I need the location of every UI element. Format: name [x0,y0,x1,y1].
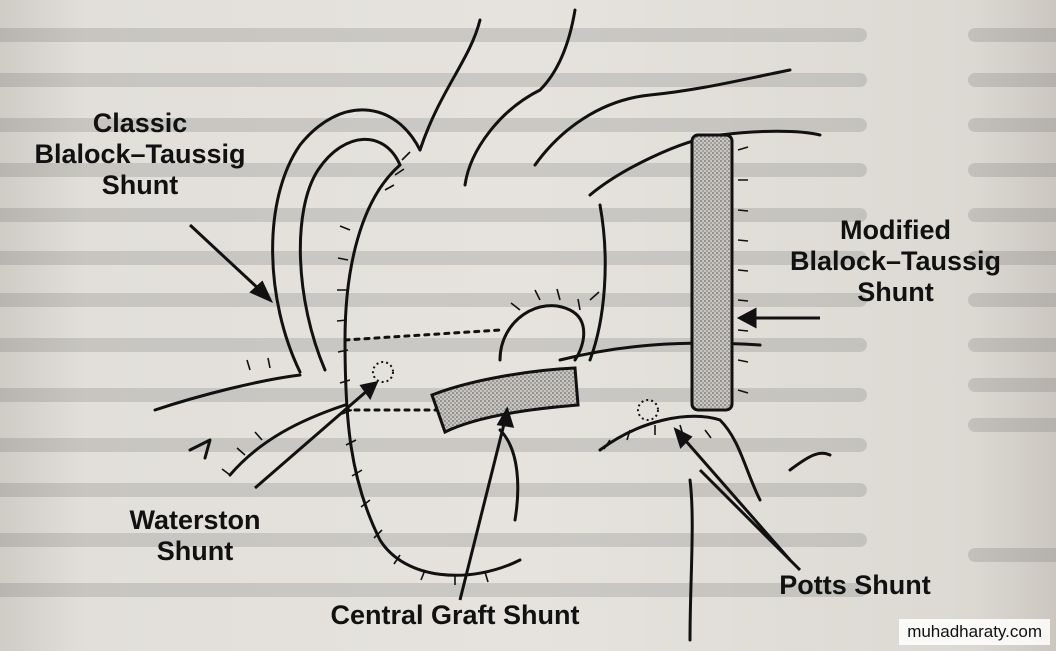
neck-vessel-1 [463,8,577,187]
left-branch-1 [153,373,302,412]
label-classic-bt-shunt: Classic Blalock–Taussig Shunt [10,108,270,201]
waterston-anastomosis [372,361,394,383]
left-branch-2 [228,403,347,477]
dashed-line-1 [343,328,502,342]
neck-vessel-2 [533,68,792,167]
label-line: Blalock–Taussig [789,246,1002,276]
classic-arrow-line [188,223,264,294]
potts-vessel-line [698,468,802,572]
label-line: Central Graft Shunt [330,600,580,630]
central-arrow-line [458,419,507,601]
vessel-hatching [221,146,749,585]
label-line: Shunt [857,277,934,307]
waterston-arrowhead [359,380,379,401]
right-pa-lower [498,428,520,522]
page-texture [0,28,1056,597]
label-central-graft-shunt: Central Graft Shunt [275,600,635,631]
site-watermark: muhadharaty.com [899,619,1050,645]
pulmonary-artery-arch [498,304,586,362]
potts-anastomosis [637,399,659,421]
aorta-outline [343,163,522,577]
classic-bt-shunt-outer [271,108,422,374]
label-modified-bt-shunt: Modified Blalock–Taussig Shunt [748,215,1043,308]
label-line: Modified [840,215,951,245]
label-potts-shunt: Potts Shunt [745,570,965,601]
potts-arrowhead [673,427,693,449]
classic-arrowhead [249,280,274,304]
descending-aorta-2 [688,478,694,642]
waterston-arrow-line [254,388,369,490]
descending-aorta [598,414,762,502]
label-line: Shunt [101,170,179,200]
label-line: Potts Shunt [779,570,931,600]
central-graft-shunt [430,366,580,435]
label-line: Shunt [156,536,234,566]
central-arrowhead [496,406,515,428]
classic-bt-shunt-inner [298,137,402,372]
label-line: Waterston [129,505,261,535]
label-waterston-shunt: Waterston Shunt [95,505,295,567]
modified-bt-shunt-graft [690,133,734,412]
label-line: Blalock–Taussig [34,139,246,169]
right-vessel-hook [788,451,832,472]
aorta-right-wall [588,203,607,362]
label-line: Classic [92,108,188,138]
left-branch-3 [188,438,212,460]
modified-arrowhead [736,307,757,329]
potts-arrow-line [683,439,792,561]
aortic-arch-top [418,18,482,152]
